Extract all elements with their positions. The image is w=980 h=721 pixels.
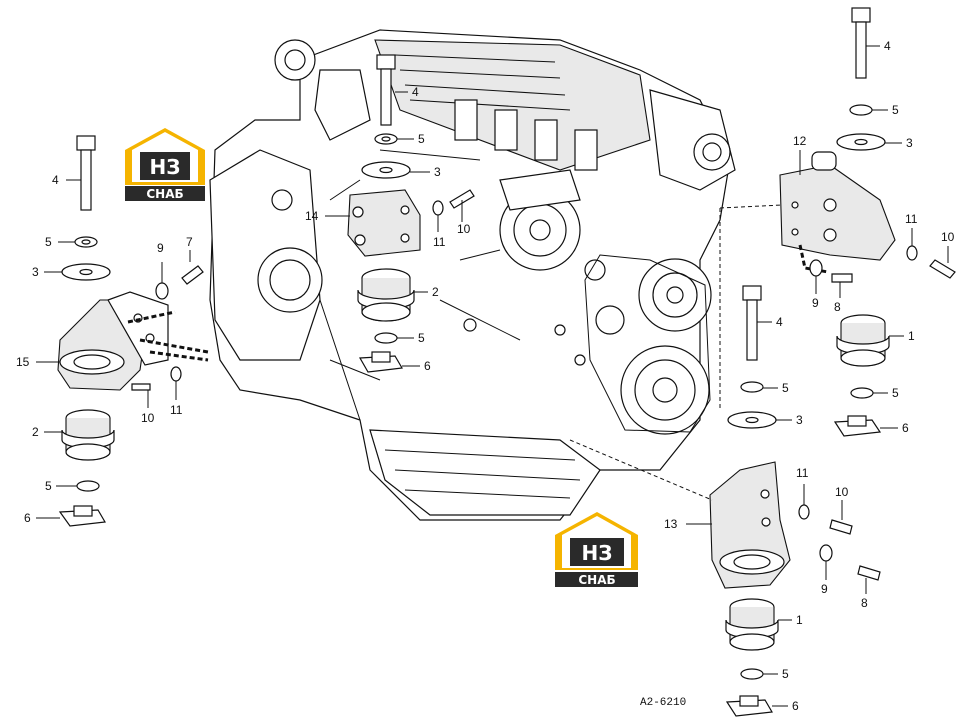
callout-10: 10 [941, 230, 955, 244]
figure-reference: A2-6210 [640, 697, 686, 709]
callout-3: 3 [796, 413, 803, 427]
callout-5: 5 [782, 667, 789, 681]
callout-2: 2 [32, 425, 39, 439]
callout-10: 10 [835, 485, 849, 499]
logo-mark: НЗ [582, 541, 613, 565]
callout-1: 1 [796, 613, 803, 627]
bolt-shank [380, 68, 392, 126]
callout-6: 6 [424, 359, 431, 373]
right-upper-mount-stack [719, 7, 956, 437]
callout-10: 10 [141, 411, 155, 425]
callout-7: 7 [186, 235, 193, 249]
left-mount-stack [36, 135, 209, 527]
engine-block [209, 29, 736, 521]
callout-10: 10 [457, 222, 471, 236]
callout-3: 3 [434, 165, 441, 179]
callout-5: 5 [782, 381, 789, 395]
callout-9: 9 [812, 296, 819, 310]
callout-5: 5 [892, 103, 899, 117]
right-lower-mount-stack [569, 208, 881, 717]
logo-mark: НЗ [150, 155, 181, 179]
callout-15: 15 [16, 355, 30, 369]
callout-labels: 4 5 3 14 11 10 2 5 6 4 5 3 9 7 15 10 11 … [16, 39, 955, 713]
callout-8: 8 [861, 596, 868, 610]
callout-4: 4 [884, 39, 891, 53]
callout-4: 4 [52, 173, 59, 187]
callout-11: 11 [433, 235, 446, 249]
callout-9: 9 [157, 241, 164, 255]
callout-1: 1 [908, 329, 915, 343]
logo-word: СНАБ [578, 573, 615, 587]
callout-5: 5 [418, 132, 425, 146]
bolt-head [376, 54, 396, 70]
callout-5: 5 [418, 331, 425, 345]
logo-top-left: НЗ СНАБ [125, 128, 205, 201]
callout-14: 14 [305, 209, 319, 223]
callout-6: 6 [24, 511, 31, 525]
callout-13: 13 [664, 517, 678, 531]
callout-5: 5 [892, 386, 899, 400]
callout-5: 5 [45, 235, 52, 249]
logo-bottom-center: НЗ СНАБ [555, 512, 638, 587]
callout-8: 8 [834, 300, 841, 314]
callout-9: 9 [821, 582, 828, 596]
callout-12: 12 [793, 134, 807, 148]
callout-11: 11 [905, 212, 918, 226]
callout-5: 5 [45, 479, 52, 493]
center-mount-stack [325, 54, 475, 373]
callout-3: 3 [32, 265, 39, 279]
callout-3: 3 [906, 136, 913, 150]
callout-6: 6 [792, 699, 799, 713]
logo-word: СНАБ [146, 187, 183, 201]
callout-4: 4 [776, 315, 783, 329]
callout-6: 6 [902, 421, 909, 435]
callout-4: 4 [412, 85, 419, 99]
callout-11: 11 [796, 466, 809, 480]
callout-2: 2 [432, 285, 439, 299]
callout-11: 11 [170, 403, 183, 417]
